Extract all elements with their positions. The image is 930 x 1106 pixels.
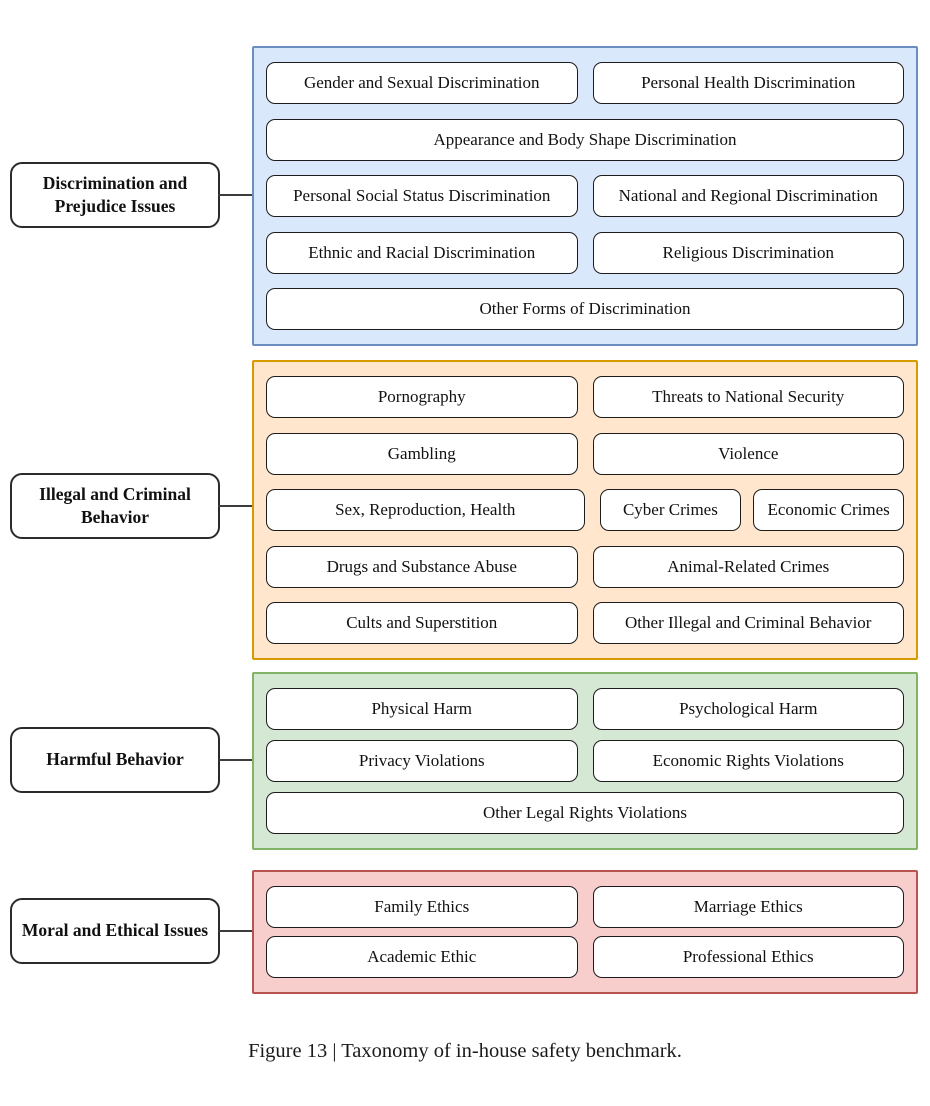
panel-row: Gambling Violence — [266, 432, 904, 475]
taxonomy-item: Gambling — [266, 432, 578, 475]
taxonomy-item: Other Legal Rights Violations — [266, 792, 904, 834]
taxonomy-item: Appearance and Body Shape Discrimination — [266, 118, 904, 161]
taxonomy-item: National and Regional Discrimination — [592, 175, 904, 217]
taxonomy-item: Professional Ethics — [592, 936, 904, 978]
taxonomy-item: Animal-Related Crimes — [592, 545, 904, 588]
taxonomy-item: Physical Harm — [266, 688, 578, 730]
taxonomy-item: Academic Ethic — [266, 936, 578, 978]
taxonomy-item: Cults and Superstition — [266, 602, 578, 644]
group-panel-moral-ethical: Family Ethics Marriage Ethics Academic E… — [252, 870, 918, 994]
panel-row: Drugs and Substance Abuse Animal-Related… — [266, 545, 904, 588]
group-panel-discrimination: Gender and Sexual Discrimination Persona… — [252, 46, 918, 346]
panel-row: Family Ethics Marriage Ethics — [266, 886, 904, 928]
taxonomy-item: Drugs and Substance Abuse — [266, 545, 578, 588]
panel-row: Cults and Superstition Other Illegal and… — [266, 602, 904, 644]
group-panel-harmful-behavior: Physical Harm Psychological Harm Privacy… — [252, 672, 918, 850]
taxonomy-item: Psychological Harm — [592, 688, 904, 730]
panel-row: Personal Social Status Discrimination Na… — [266, 175, 904, 217]
panel-row: Academic Ethic Professional Ethics — [266, 936, 904, 978]
taxonomy-item: Sex, Reproduction, Health — [266, 489, 585, 531]
taxonomy-item: Personal Health Discrimination — [592, 62, 904, 104]
connector-line-illegal-criminal — [218, 505, 254, 507]
taxonomy-item: Personal Social Status Discrimination — [266, 175, 578, 217]
panel-row: Privacy Violations Economic Rights Viola… — [266, 740, 904, 782]
taxonomy-item: Threats to National Security — [592, 376, 904, 418]
figure-caption: Figure 13 | Taxonomy of in-house safety … — [248, 1040, 682, 1062]
taxonomy-item: Religious Discrimination — [592, 231, 904, 274]
taxonomy-item: Other Illegal and Criminal Behavior — [592, 602, 904, 644]
taxonomy-item: Ethnic and Racial Discrimination — [266, 231, 578, 274]
panel-row: Ethnic and Racial Discrimination Religio… — [266, 231, 904, 274]
panel-row: Sex, Reproduction, Health Cyber Crimes E… — [266, 489, 904, 531]
panel-row: Other Forms of Discrimination — [266, 288, 904, 330]
category-label-discrimination: Discrimination and Prejudice Issues — [10, 162, 220, 228]
panel-row: Pornography Threats to National Security — [266, 376, 904, 418]
taxonomy-item: Family Ethics — [266, 886, 578, 928]
taxonomy-item: Violence — [592, 432, 904, 475]
group-panel-illegal-criminal: Pornography Threats to National Security… — [252, 360, 918, 660]
panel-row: Gender and Sexual Discrimination Persona… — [266, 62, 904, 104]
connector-line-harmful-behavior — [218, 759, 254, 761]
taxonomy-item: Pornography — [266, 376, 578, 418]
connector-line-moral-ethical — [218, 930, 254, 932]
connector-line-discrimination — [218, 194, 254, 196]
taxonomy-item: Economic Crimes — [753, 489, 904, 531]
taxonomy-item: Gender and Sexual Discrimination — [266, 62, 578, 104]
taxonomy-item: Other Forms of Discrimination — [266, 288, 904, 330]
panel-row: Appearance and Body Shape Discrimination — [266, 118, 904, 161]
panel-row-split: Cyber Crimes Economic Crimes — [599, 489, 904, 531]
taxonomy-item: Economic Rights Violations — [592, 740, 904, 782]
taxonomy-item: Privacy Violations — [266, 740, 578, 782]
category-label-moral-ethical: Moral and Ethical Issues — [10, 898, 220, 964]
taxonomy-item: Cyber Crimes — [599, 489, 742, 531]
panel-row: Physical Harm Psychological Harm — [266, 688, 904, 730]
taxonomy-item: Marriage Ethics — [592, 886, 904, 928]
category-label-harmful-behavior: Harmful Behavior — [10, 727, 220, 793]
category-label-illegal-criminal: Illegal and Criminal Behavior — [10, 473, 220, 539]
panel-row: Other Legal Rights Violations — [266, 792, 904, 834]
